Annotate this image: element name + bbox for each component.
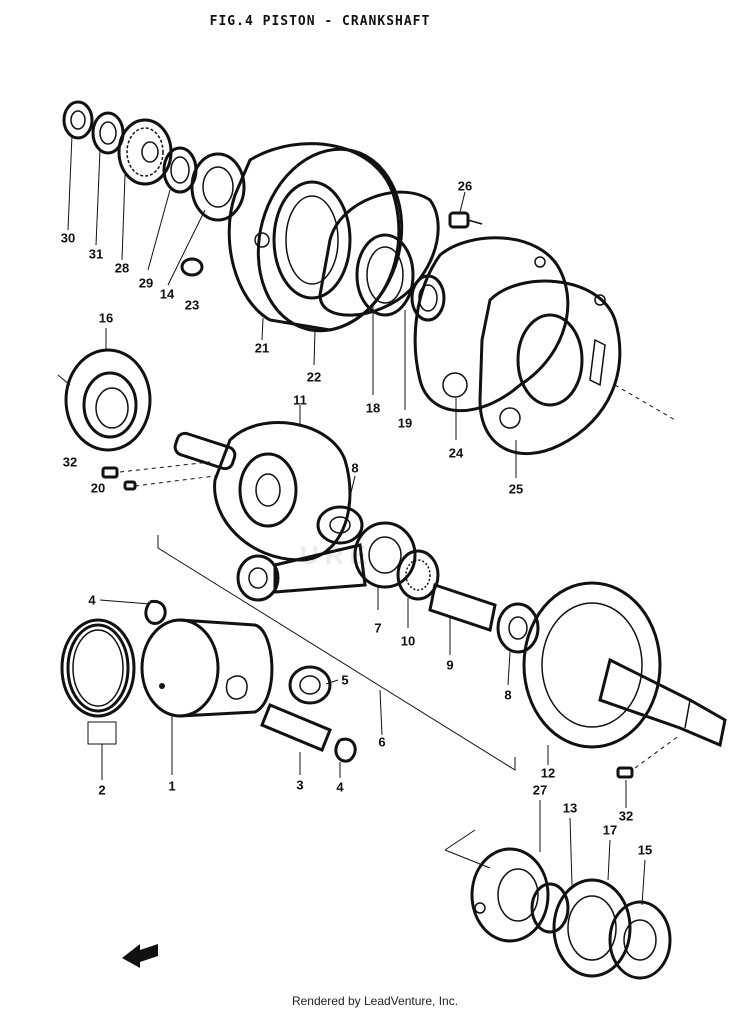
- part-oring-13[interactable]: [530, 882, 570, 934]
- callout-26: 26: [457, 178, 473, 194]
- callout-14: 14: [159, 286, 175, 302]
- callout-leaders: [67, 134, 646, 906]
- callout-5: 5: [341, 672, 349, 688]
- callout-13: 13: [562, 800, 578, 816]
- part-crankshaft-right-12[interactable]: [522, 581, 727, 749]
- part-circlip-4-upper[interactable]: [144, 599, 167, 625]
- figure-title: FIG.4 PISTON - CRANKSHAFT: [209, 14, 431, 29]
- part-key-32-right[interactable]: [616, 766, 634, 779]
- callout-32-right: 32: [618, 808, 634, 824]
- part-bolt-26[interactable]: [448, 211, 483, 229]
- part-nut-30[interactable]: [62, 100, 94, 140]
- part-bearing-18[interactable]: [318, 190, 440, 317]
- part-gasket-24[interactable]: [413, 236, 570, 413]
- callout-19: 19: [397, 415, 413, 431]
- callout-10: 10: [400, 633, 416, 649]
- callout-3: 3: [296, 777, 304, 793]
- callout-11: 11: [293, 392, 307, 408]
- callout-24: 24: [448, 445, 464, 461]
- callout-7: 7: [374, 620, 382, 636]
- part-oil-seal-16[interactable]: [57, 348, 152, 452]
- part-key-32-left[interactable]: [101, 466, 119, 479]
- callout-16: 16: [98, 310, 114, 326]
- callout-18: 18: [365, 400, 381, 416]
- part-washer-8-lower[interactable]: [496, 602, 540, 654]
- callout-4-upper: 4: [88, 592, 96, 608]
- callout-17: 17: [602, 822, 618, 838]
- callout-20: 20: [90, 480, 106, 496]
- callout-27: 27: [532, 782, 548, 798]
- callout-1: 1: [168, 778, 176, 794]
- callout-9: 9: [446, 657, 454, 673]
- part-piston-1[interactable]: [140, 618, 274, 718]
- arrow-icon: [122, 944, 158, 968]
- part-bearing-14[interactable]: [190, 152, 246, 222]
- callout-4-lower: 4: [336, 779, 344, 795]
- part-bearing-17[interactable]: [552, 878, 632, 978]
- callout-8-upper: 8: [351, 460, 359, 476]
- callout-23: 23: [184, 297, 200, 313]
- callout-6: 6: [378, 734, 386, 750]
- part-pin-23[interactable]: [180, 257, 204, 277]
- callout-15: 15: [637, 842, 653, 858]
- part-piston-pin-3[interactable]: [260, 703, 332, 752]
- part-crank-pin-9[interactable]: [428, 583, 497, 632]
- footer-credit: Rendered by LeadVenture, Inc.: [291, 994, 459, 1008]
- callout-29: 29: [138, 275, 154, 291]
- callout-12: 12: [540, 765, 556, 781]
- part-gasket-25[interactable]: [478, 279, 622, 455]
- part-washer-8-upper[interactable]: [316, 505, 364, 545]
- callout-28: 28: [114, 260, 130, 276]
- part-seal-15[interactable]: [608, 900, 672, 980]
- part-crankshaft-left-11[interactable]: [173, 421, 352, 562]
- part-needle-bearing-10[interactable]: [396, 549, 440, 601]
- part-needle-bearing-5[interactable]: [288, 665, 332, 705]
- part-oring-22[interactable]: [239, 133, 422, 347]
- callout-21: 21: [254, 340, 270, 356]
- callout-30: 30: [60, 230, 76, 246]
- part-connecting-rod-7[interactable]: [236, 521, 417, 602]
- part-piston-rings-2[interactable]: [60, 618, 136, 745]
- part-pin-20[interactable]: [123, 480, 137, 491]
- callout-32-left: 32: [62, 454, 78, 470]
- callout-2: 2: [98, 782, 106, 798]
- part-gasket-27[interactable]: [470, 847, 550, 943]
- callout-31: 31: [88, 246, 104, 262]
- part-circlip-4-lower[interactable]: [334, 737, 357, 763]
- callout-22: 22: [306, 369, 322, 385]
- callout-8-lower: 8: [504, 687, 512, 703]
- callout-25: 25: [508, 481, 524, 497]
